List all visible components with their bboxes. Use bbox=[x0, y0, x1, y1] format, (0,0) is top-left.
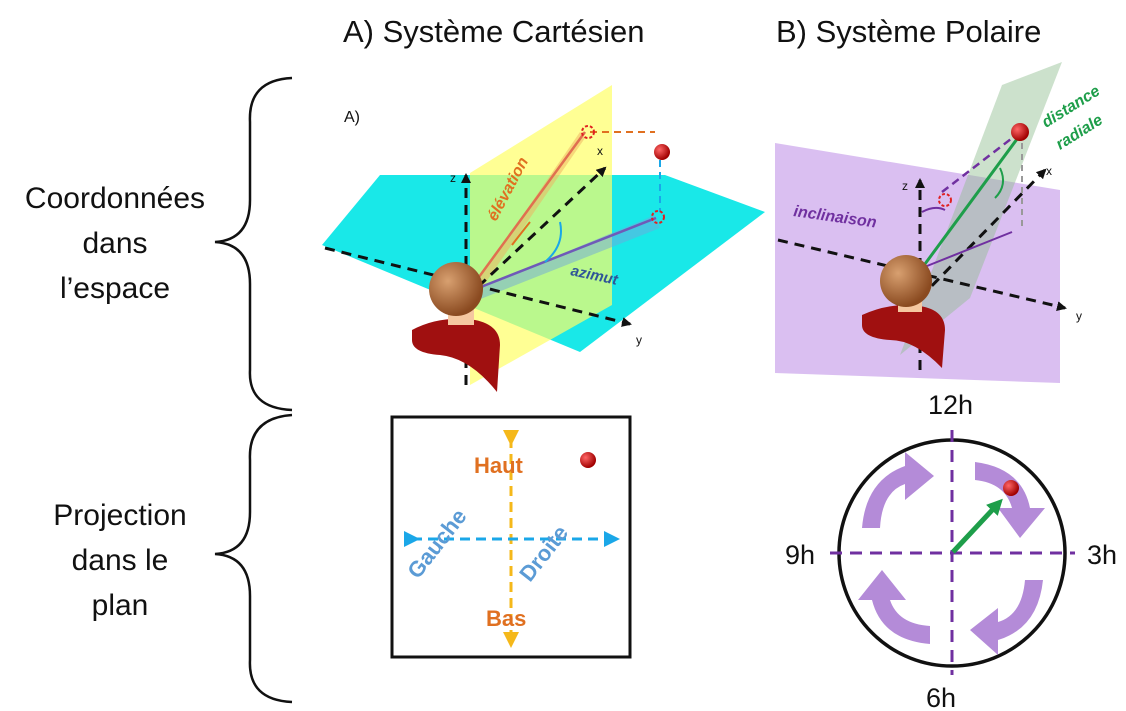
clock-12h: 12h bbox=[928, 390, 973, 420]
axis-label-z-cart: z bbox=[450, 171, 456, 185]
axis-label-y-cart: y bbox=[636, 333, 642, 347]
axis-label-x-cart: x bbox=[597, 144, 603, 158]
polar-3d-figure bbox=[775, 62, 1067, 383]
person-head-cart bbox=[429, 262, 483, 316]
clock-vector bbox=[951, 498, 1003, 554]
row-label-plane-line3: plan bbox=[91, 589, 149, 622]
rotation-arrow-tr bbox=[975, 462, 1045, 538]
person-shoulders-polar bbox=[862, 305, 945, 368]
axis-label-y-polar: y bbox=[1076, 309, 1082, 323]
brace-plane bbox=[214, 413, 293, 704]
target-dot-plane bbox=[580, 452, 596, 468]
person-shoulders-cart bbox=[412, 318, 500, 392]
clock-3h: 3h bbox=[1087, 540, 1117, 570]
axis-y-polar bbox=[777, 238, 1067, 312]
brace-space bbox=[214, 76, 293, 412]
axis-x-cart bbox=[464, 166, 607, 300]
rotation-arrow-bl bbox=[858, 570, 930, 644]
label-up: Haut bbox=[474, 453, 524, 478]
axis-label-x-polar: x bbox=[1046, 164, 1052, 178]
row-label-plane-line1: Projection bbox=[53, 499, 187, 532]
clock-6h: 6h bbox=[926, 683, 956, 711]
polar-title: B) Système Polaire bbox=[776, 14, 1042, 49]
row-label-plane: Projection dans le plan bbox=[5, 493, 235, 628]
rotation-arrow-br bbox=[970, 580, 1043, 655]
row-label-space-line1: Coordonnées bbox=[24, 182, 206, 215]
target-dot-clock bbox=[1003, 480, 1019, 496]
cartesian-title: A) Système Cartésien bbox=[343, 14, 645, 49]
person-head-polar bbox=[880, 255, 932, 307]
label-down: Bas bbox=[486, 606, 526, 631]
axis-x-polar bbox=[918, 168, 1047, 300]
row-label-plane-line2: dans le bbox=[71, 544, 169, 577]
cartesian-plane-figure bbox=[390, 415, 632, 659]
clock-figure bbox=[830, 430, 1075, 675]
panel-label-a: A) bbox=[344, 109, 360, 126]
axis-label-z-polar: z bbox=[902, 179, 908, 193]
rotation-arrow-tl bbox=[862, 452, 934, 528]
row-label-space-line2: dans bbox=[82, 227, 148, 260]
target-dot-cart bbox=[654, 144, 670, 160]
cartesian-3d-figure bbox=[322, 85, 765, 392]
target-dot-polar bbox=[1011, 123, 1029, 141]
clock-9h: 9h bbox=[785, 540, 815, 570]
row-label-space: Coordonnées dans l’espace bbox=[0, 176, 230, 311]
row-label-space-line3: l’espace bbox=[59, 272, 171, 305]
